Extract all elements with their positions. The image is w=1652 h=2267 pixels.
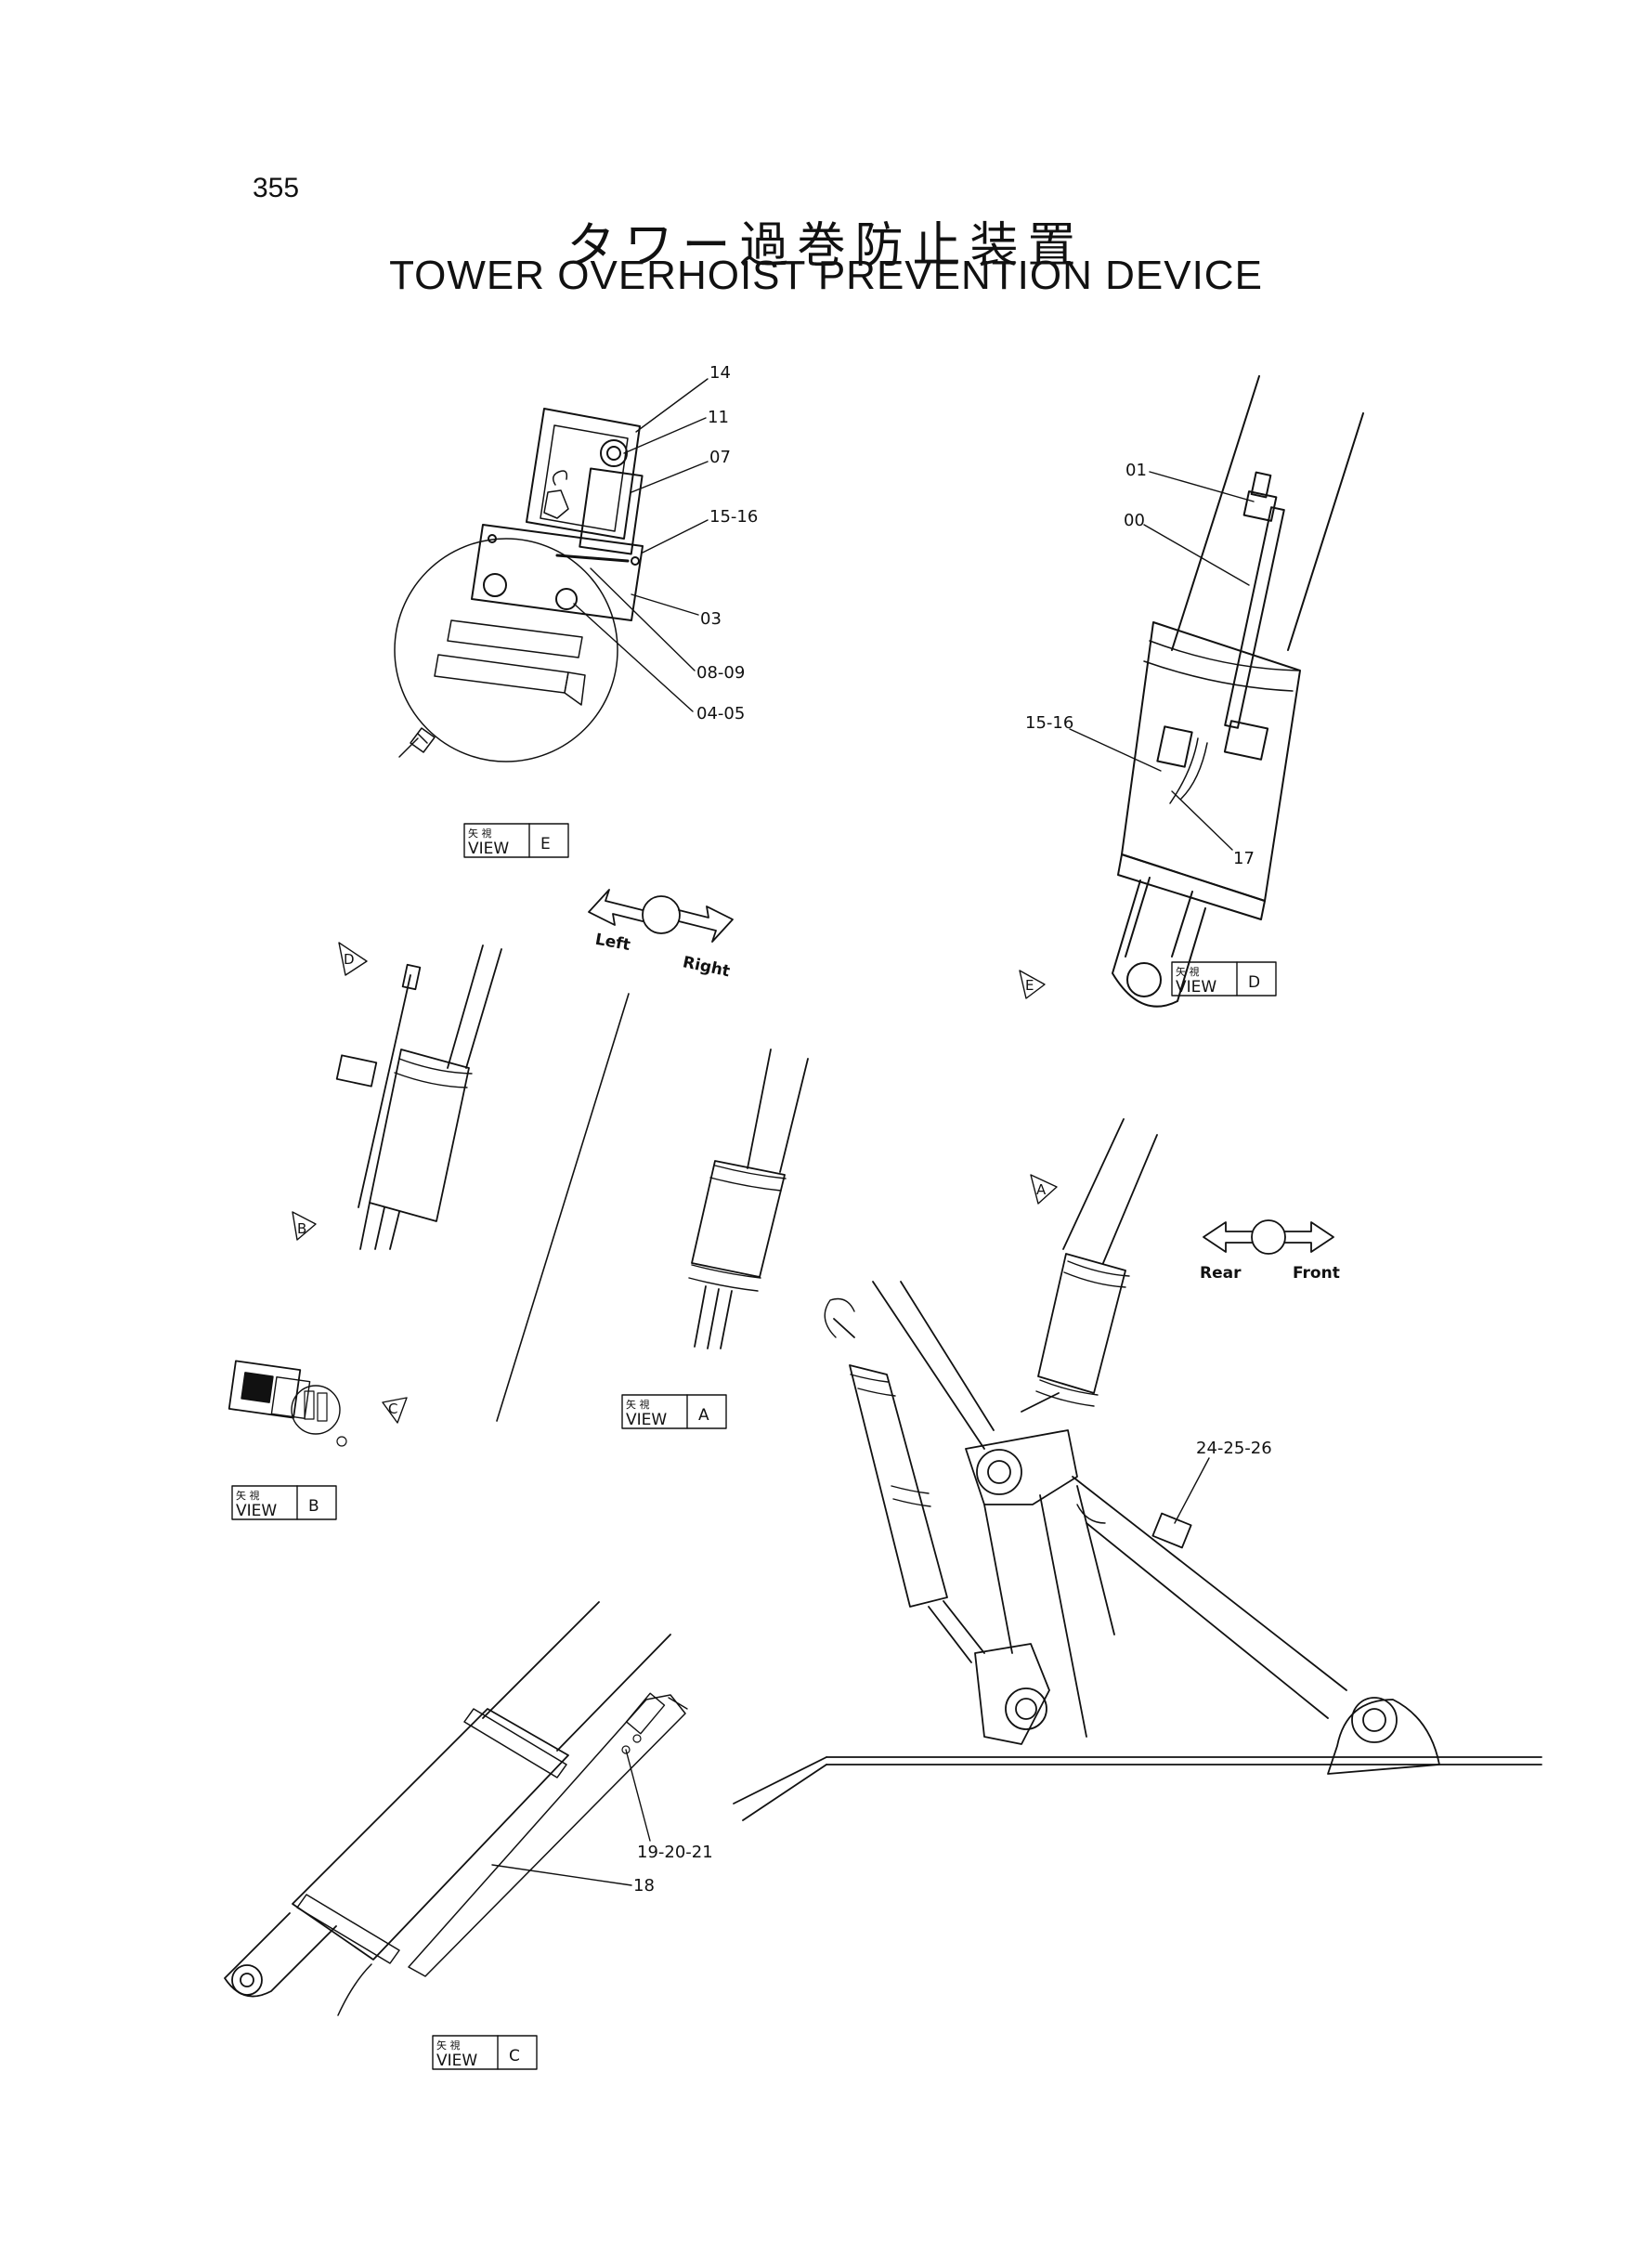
view-b-word: VIEW xyxy=(236,1502,277,1520)
long-boom-outline xyxy=(496,993,630,1422)
view-a-jp: 矢 視 xyxy=(626,1398,650,1411)
label-07: 07 xyxy=(709,448,731,467)
view-c-jp: 矢 視 xyxy=(436,2039,461,2052)
direction-rear: Rear xyxy=(1200,1264,1242,1283)
marker-c: C xyxy=(388,1401,397,1417)
view-markers xyxy=(292,942,1058,1424)
page-number: 355 xyxy=(253,173,300,203)
direction-left: Left xyxy=(593,931,631,955)
view-a-label xyxy=(621,1394,727,1429)
marker-d: D xyxy=(344,951,355,968)
label-08-09: 08-09 xyxy=(696,663,745,683)
marker-b: B xyxy=(297,1220,306,1237)
marker-e: E xyxy=(1025,977,1034,994)
marker-a: A xyxy=(1036,1181,1047,1198)
label-18: 18 xyxy=(633,1876,655,1896)
view-a-letter: A xyxy=(698,1406,709,1425)
view-b-letter: B xyxy=(308,1497,319,1516)
view-b-switch-detail xyxy=(228,1360,347,1447)
view-c-letter: C xyxy=(509,2047,520,2065)
label-15-16-view-e: 15-16 xyxy=(709,507,758,527)
view-e-label xyxy=(463,823,569,858)
view-e-letter: E xyxy=(540,835,551,853)
view-c-leader-lines xyxy=(491,1749,651,1886)
view-e-word: VIEW xyxy=(468,840,509,858)
view-e-jp: 矢 視 xyxy=(468,827,492,840)
label-03: 03 xyxy=(700,609,722,629)
label-01: 01 xyxy=(1125,461,1147,480)
left-right-direction-arrow xyxy=(588,889,734,943)
view-b-jp: 矢 視 xyxy=(236,1489,260,1502)
view-a-cylinder xyxy=(688,1049,809,1349)
view-c-boom-cylinder xyxy=(224,1601,688,2016)
title-japanese: タワー過巻防止装置 xyxy=(566,218,1086,274)
view-d-letter: D xyxy=(1248,973,1260,992)
view-d-word: VIEW xyxy=(1176,978,1216,997)
view-c-label xyxy=(432,2035,538,2070)
view-e-switch-box xyxy=(394,408,644,762)
label-11: 11 xyxy=(708,408,729,427)
label-17: 17 xyxy=(1233,849,1255,868)
title-english: TOWER OVERHOIST PREVENTION DEVICE xyxy=(389,253,1263,298)
label-04-05: 04-05 xyxy=(696,704,745,723)
view-d-cylinder xyxy=(1112,375,1364,1008)
label-14: 14 xyxy=(709,363,731,383)
label-00: 00 xyxy=(1124,511,1145,530)
rear-front-direction-arrow xyxy=(1203,1219,1334,1255)
view-d-jp: 矢 視 xyxy=(1176,965,1200,978)
view-d-leader-lines xyxy=(1069,471,1255,851)
view-c-word: VIEW xyxy=(436,2052,477,2070)
direction-front: Front xyxy=(1293,1264,1340,1283)
view-e-leader-lines xyxy=(573,378,709,712)
label-15-16-view-d: 15-16 xyxy=(1025,713,1073,733)
direction-right: Right xyxy=(681,953,731,981)
leader-24-25-26 xyxy=(1174,1457,1210,1524)
view-a-word: VIEW xyxy=(626,1411,667,1429)
view-b-label xyxy=(231,1485,337,1520)
label-19-20-21: 19-20-21 xyxy=(637,1843,713,1862)
view-d-label xyxy=(1171,961,1277,997)
label-24-25-26: 24-25-26 xyxy=(1196,1439,1272,1458)
tower-assembly xyxy=(733,1118,1542,1821)
left-boom-cylinder xyxy=(335,945,502,1250)
